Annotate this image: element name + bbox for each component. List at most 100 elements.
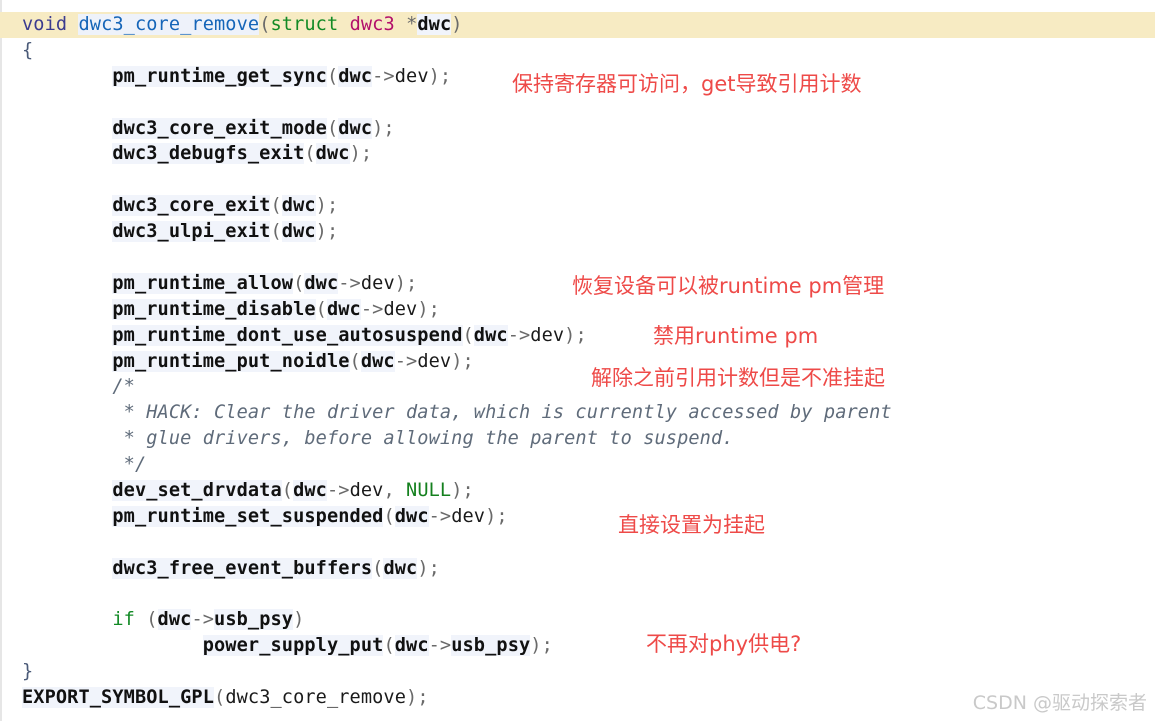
indent <box>22 325 112 346</box>
code-editor[interactable]: void dwc3_core_remove(struct dwc3 *dwc) … <box>0 12 1155 711</box>
code-line-put-noidle[interactable]: pm_runtime_put_noidle(dwc->dev); <box>0 349 1155 375</box>
code-line-blank[interactable] <box>0 530 1155 556</box>
code-line-ulpi-exit[interactable]: dwc3_ulpi_exit(dwc); <box>0 219 1155 245</box>
paren: ); <box>406 687 429 709</box>
field: dev <box>349 480 384 502</box>
code-comment-line[interactable]: */ <box>22 454 147 476</box>
code-line-export-symbol[interactable]: EXPORT_SYMBOL_GPL(dwc3_core_remove); <box>0 685 1155 711</box>
arrow: -> <box>394 350 418 372</box>
paren: ( <box>372 557 384 579</box>
code-line-close-brace[interactable]: } <box>0 659 1155 685</box>
paren: ( <box>281 480 294 502</box>
annotation-set-suspended: 直接设置为挂起 <box>618 513 765 537</box>
arrow: -> <box>326 480 350 502</box>
paren: ); <box>349 143 373 165</box>
code-line-set-suspended[interactable]: pm_runtime_set_suspended(dwc->dev); <box>0 504 1155 530</box>
paren: ( <box>293 272 305 294</box>
code-line-open-brace[interactable]: { <box>0 38 1155 64</box>
annotation-runtime-disable: 禁用runtime pm <box>653 324 819 348</box>
function-call: pm_runtime_disable <box>112 298 316 320</box>
function-call: pm_runtime_put_noidle <box>112 350 350 372</box>
annotation-runtime-allow: 恢复设备可以被runtime pm管理 <box>572 274 885 298</box>
code-line-runtime-allow[interactable]: pm_runtime_allow(dwc->dev); <box>0 271 1155 297</box>
code-line-set-drvdata[interactable]: dev_set_drvdata(dwc->dev, NULL); <box>0 478 1155 504</box>
function-call: dwc3_ulpi_exit <box>112 221 271 243</box>
struct-name: dwc3 <box>349 14 395 35</box>
function-call: dev_set_drvdata <box>112 480 282 502</box>
paren: ); <box>315 195 339 217</box>
paren: ( <box>326 117 339 139</box>
paren: ) <box>451 14 463 35</box>
code-line-debugfs-exit[interactable]: dwc3_debugfs_exit(dwc); <box>0 141 1155 167</box>
field: dev <box>451 505 486 527</box>
indent <box>22 351 112 372</box>
param-name: dwc <box>417 14 452 35</box>
variable: dwc <box>157 609 192 631</box>
field: dev <box>394 65 429 87</box>
function-call: pm_runtime_dont_use_autosuspend <box>112 324 463 346</box>
code-line-if-usb-psy[interactable]: if (dwc->usb_psy) <box>0 607 1155 633</box>
function-call: pm_runtime_allow <box>112 272 294 294</box>
code-line-blank[interactable] <box>0 245 1155 271</box>
paren: ); <box>451 350 474 372</box>
code-line-runtime-disable[interactable]: pm_runtime_disable(dwc->dev); <box>0 297 1155 323</box>
indent <box>22 66 112 87</box>
paren: ); <box>564 324 587 346</box>
annotation-power-supply: 不再对phy供电? <box>646 632 802 656</box>
variable: dwc <box>326 298 361 320</box>
annotation-put-noidle: 解除之前引用计数但是不准挂起 <box>591 366 885 390</box>
code-comment-line[interactable]: /* <box>22 376 135 398</box>
paren: ( <box>304 143 316 165</box>
variable: dwc <box>304 272 339 294</box>
code-line-get-sync[interactable]: pm_runtime_get_sync(dwc->dev); <box>0 64 1155 90</box>
paren: ( <box>214 687 226 709</box>
pointer-star: * <box>406 14 418 35</box>
arrow: -> <box>428 635 452 657</box>
field: usb_psy <box>214 609 294 631</box>
code-line-power-supply-put[interactable]: power_supply_put(dwc->usb_psy); <box>0 633 1155 659</box>
code-comment-line[interactable]: * glue drivers, before allowing the pare… <box>22 428 734 450</box>
paren: ); <box>485 505 508 527</box>
code-line-core-exit-mode[interactable]: dwc3_core_exit_mode(dwc); <box>0 116 1155 142</box>
function-call: pm_runtime_set_suspended <box>112 505 384 527</box>
paren: ); <box>417 298 440 320</box>
function-call: dwc3_core_exit_mode <box>112 117 327 139</box>
macro-call: EXPORT_SYMBOL_GPL <box>22 687 215 709</box>
paren: ); <box>451 480 474 502</box>
code-line-free-event-buffers[interactable]: dwc3_free_event_buffers(dwc); <box>0 556 1155 582</box>
function-call: dwc3_free_event_buffers <box>112 557 373 579</box>
field: usb_psy <box>451 635 531 657</box>
paren: ( <box>134 609 158 631</box>
annotation-get-sync: 保持寄存器可访问，get导致引用计数 <box>512 72 862 96</box>
code-comment-line[interactable]: * HACK: Clear the driver data, which is … <box>22 402 892 424</box>
open-brace: { <box>22 39 34 61</box>
paren: ); <box>428 65 452 87</box>
paren: ( <box>349 350 361 372</box>
code-line-dont-use-autosuspend[interactable]: pm_runtime_dont_use_autosuspend(dwc->dev… <box>0 323 1155 349</box>
paren: ); <box>315 221 339 243</box>
variable: dwc <box>281 221 316 243</box>
indent <box>22 609 112 630</box>
code-line-signature[interactable]: void dwc3_core_remove(struct dwc3 *dwc) <box>0 12 1155 38</box>
arrow: -> <box>191 609 215 631</box>
paren: ) <box>293 609 305 631</box>
paren: ( <box>270 221 282 243</box>
paren: ( <box>315 298 327 320</box>
paren: ); <box>530 635 553 657</box>
function-call: pm_runtime_get_sync <box>112 65 327 87</box>
variable: dwc <box>293 480 327 502</box>
code-line-blank[interactable] <box>0 582 1155 608</box>
field: dev <box>530 324 565 346</box>
indent <box>22 299 112 320</box>
variable: dwc <box>473 324 508 346</box>
code-line-blank[interactable] <box>0 167 1155 193</box>
variable: dwc <box>383 557 418 579</box>
indent <box>22 118 112 139</box>
paren: ); <box>394 272 418 294</box>
code-line-core-exit[interactable]: dwc3_core_exit(dwc); <box>0 193 1155 219</box>
argument: dwc3_core_remove <box>225 687 407 709</box>
editor-gutter-border <box>0 0 2 721</box>
variable: dwc <box>394 635 429 657</box>
indent <box>22 143 112 164</box>
paren: ( <box>326 65 339 87</box>
